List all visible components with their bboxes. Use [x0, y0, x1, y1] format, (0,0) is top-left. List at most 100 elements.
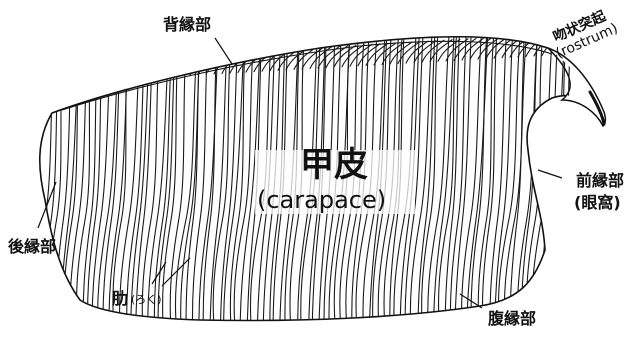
rib-line	[301, 46, 325, 70]
rib-line	[481, 36, 498, 321]
rib-line	[341, 44, 365, 68]
rib-line	[372, 36, 393, 321]
rib-line	[185, 36, 201, 321]
rib-line	[325, 45, 349, 69]
rib-line	[223, 36, 246, 321]
rib-line	[389, 41, 413, 65]
dorsal-margin-label: 背縁部	[163, 15, 211, 34]
rib-line	[233, 36, 256, 321]
rib-line	[393, 36, 417, 321]
rib-line	[377, 36, 400, 321]
rib-line	[133, 55, 157, 79]
rib-line	[229, 36, 247, 321]
rib-line	[437, 36, 458, 321]
rib-line	[300, 36, 322, 321]
rib-line	[198, 36, 220, 321]
rib-line	[339, 36, 360, 321]
rib-line	[477, 36, 501, 60]
rib-line	[93, 58, 117, 82]
rib-line	[256, 36, 276, 321]
rib-line	[437, 38, 461, 62]
rib-line	[101, 57, 125, 81]
rib-line	[444, 36, 461, 321]
ribs-leader-2	[161, 257, 191, 287]
rib-line	[249, 36, 273, 321]
rib-line	[466, 36, 489, 321]
rib-line	[289, 36, 306, 321]
rib-line	[262, 36, 282, 321]
posterior-margin-label: 後縁部	[8, 237, 56, 256]
rib-line	[157, 54, 181, 78]
rib-line	[323, 36, 343, 321]
dorsal-band-line	[61, 40, 553, 111]
rib-line	[509, 36, 533, 58]
posterior-leader-1	[37, 181, 57, 229]
rib-line	[355, 36, 378, 321]
rib-line	[297, 36, 319, 321]
ribs-label: 肋	[112, 289, 128, 308]
rib-line	[413, 40, 437, 64]
rib-line	[135, 36, 154, 321]
carapace-label: 甲皮	[300, 145, 368, 185]
rib-line	[351, 36, 370, 321]
rib-line	[381, 41, 405, 65]
rib-line	[365, 42, 389, 66]
rib-line	[357, 43, 381, 67]
rib-line	[427, 36, 450, 321]
rib-line	[147, 36, 171, 321]
rib-line	[503, 36, 528, 321]
rib-line	[345, 36, 366, 321]
ribs-reading-label: (ろく)	[131, 293, 162, 306]
rib-line	[309, 45, 333, 70]
ventral-leader	[459, 293, 483, 309]
rib-line	[174, 36, 199, 321]
rib-line	[494, 36, 514, 321]
rib-line	[333, 44, 357, 68]
rib-line	[109, 57, 133, 81]
rib-line	[85, 58, 109, 82]
rib-line	[449, 36, 468, 321]
dorsal-leader	[214, 37, 233, 65]
ribs-leader-1	[151, 261, 167, 285]
rib-line	[272, 36, 289, 321]
rib-line	[404, 36, 424, 321]
carapace-label-bg	[255, 150, 415, 214]
rib-line	[421, 36, 439, 321]
rib-line	[470, 36, 488, 321]
rib-line	[118, 36, 142, 321]
rib-line	[162, 36, 180, 321]
rib-line	[284, 36, 301, 321]
rib-line	[489, 36, 508, 321]
rib-line	[126, 36, 147, 321]
rib-line	[349, 43, 373, 67]
rib-line	[212, 36, 233, 321]
rib-line	[429, 39, 453, 63]
rib-line	[477, 36, 495, 321]
rib-line	[165, 54, 189, 78]
rib-line	[130, 36, 151, 321]
rib-line	[469, 36, 493, 61]
rostrum-label: 吻状突起 (rostrum)	[550, 7, 620, 62]
ventral-margin-label: 腹縁部	[488, 309, 536, 328]
rib-line	[383, 36, 404, 321]
rib-line	[219, 36, 239, 321]
rib-line	[405, 40, 429, 64]
anterior-margin-sub-label: (眼窩)	[574, 193, 621, 212]
rib-line	[279, 36, 300, 321]
rib-line	[202, 36, 218, 321]
rib-line	[461, 37, 485, 61]
rib-line	[497, 36, 522, 321]
rib-line	[141, 55, 165, 79]
rib-line	[317, 45, 341, 69]
rib-line	[432, 36, 455, 321]
rib-line	[421, 39, 445, 63]
rib-line	[157, 36, 177, 321]
rib-line	[454, 36, 472, 321]
rib-line	[308, 36, 327, 321]
rib-line	[409, 36, 433, 321]
rib-line	[368, 36, 388, 321]
rib-line	[417, 36, 436, 321]
anterior-margin-label: 前縁部	[576, 171, 624, 190]
carapace-english-label: (carapace)	[257, 186, 386, 214]
